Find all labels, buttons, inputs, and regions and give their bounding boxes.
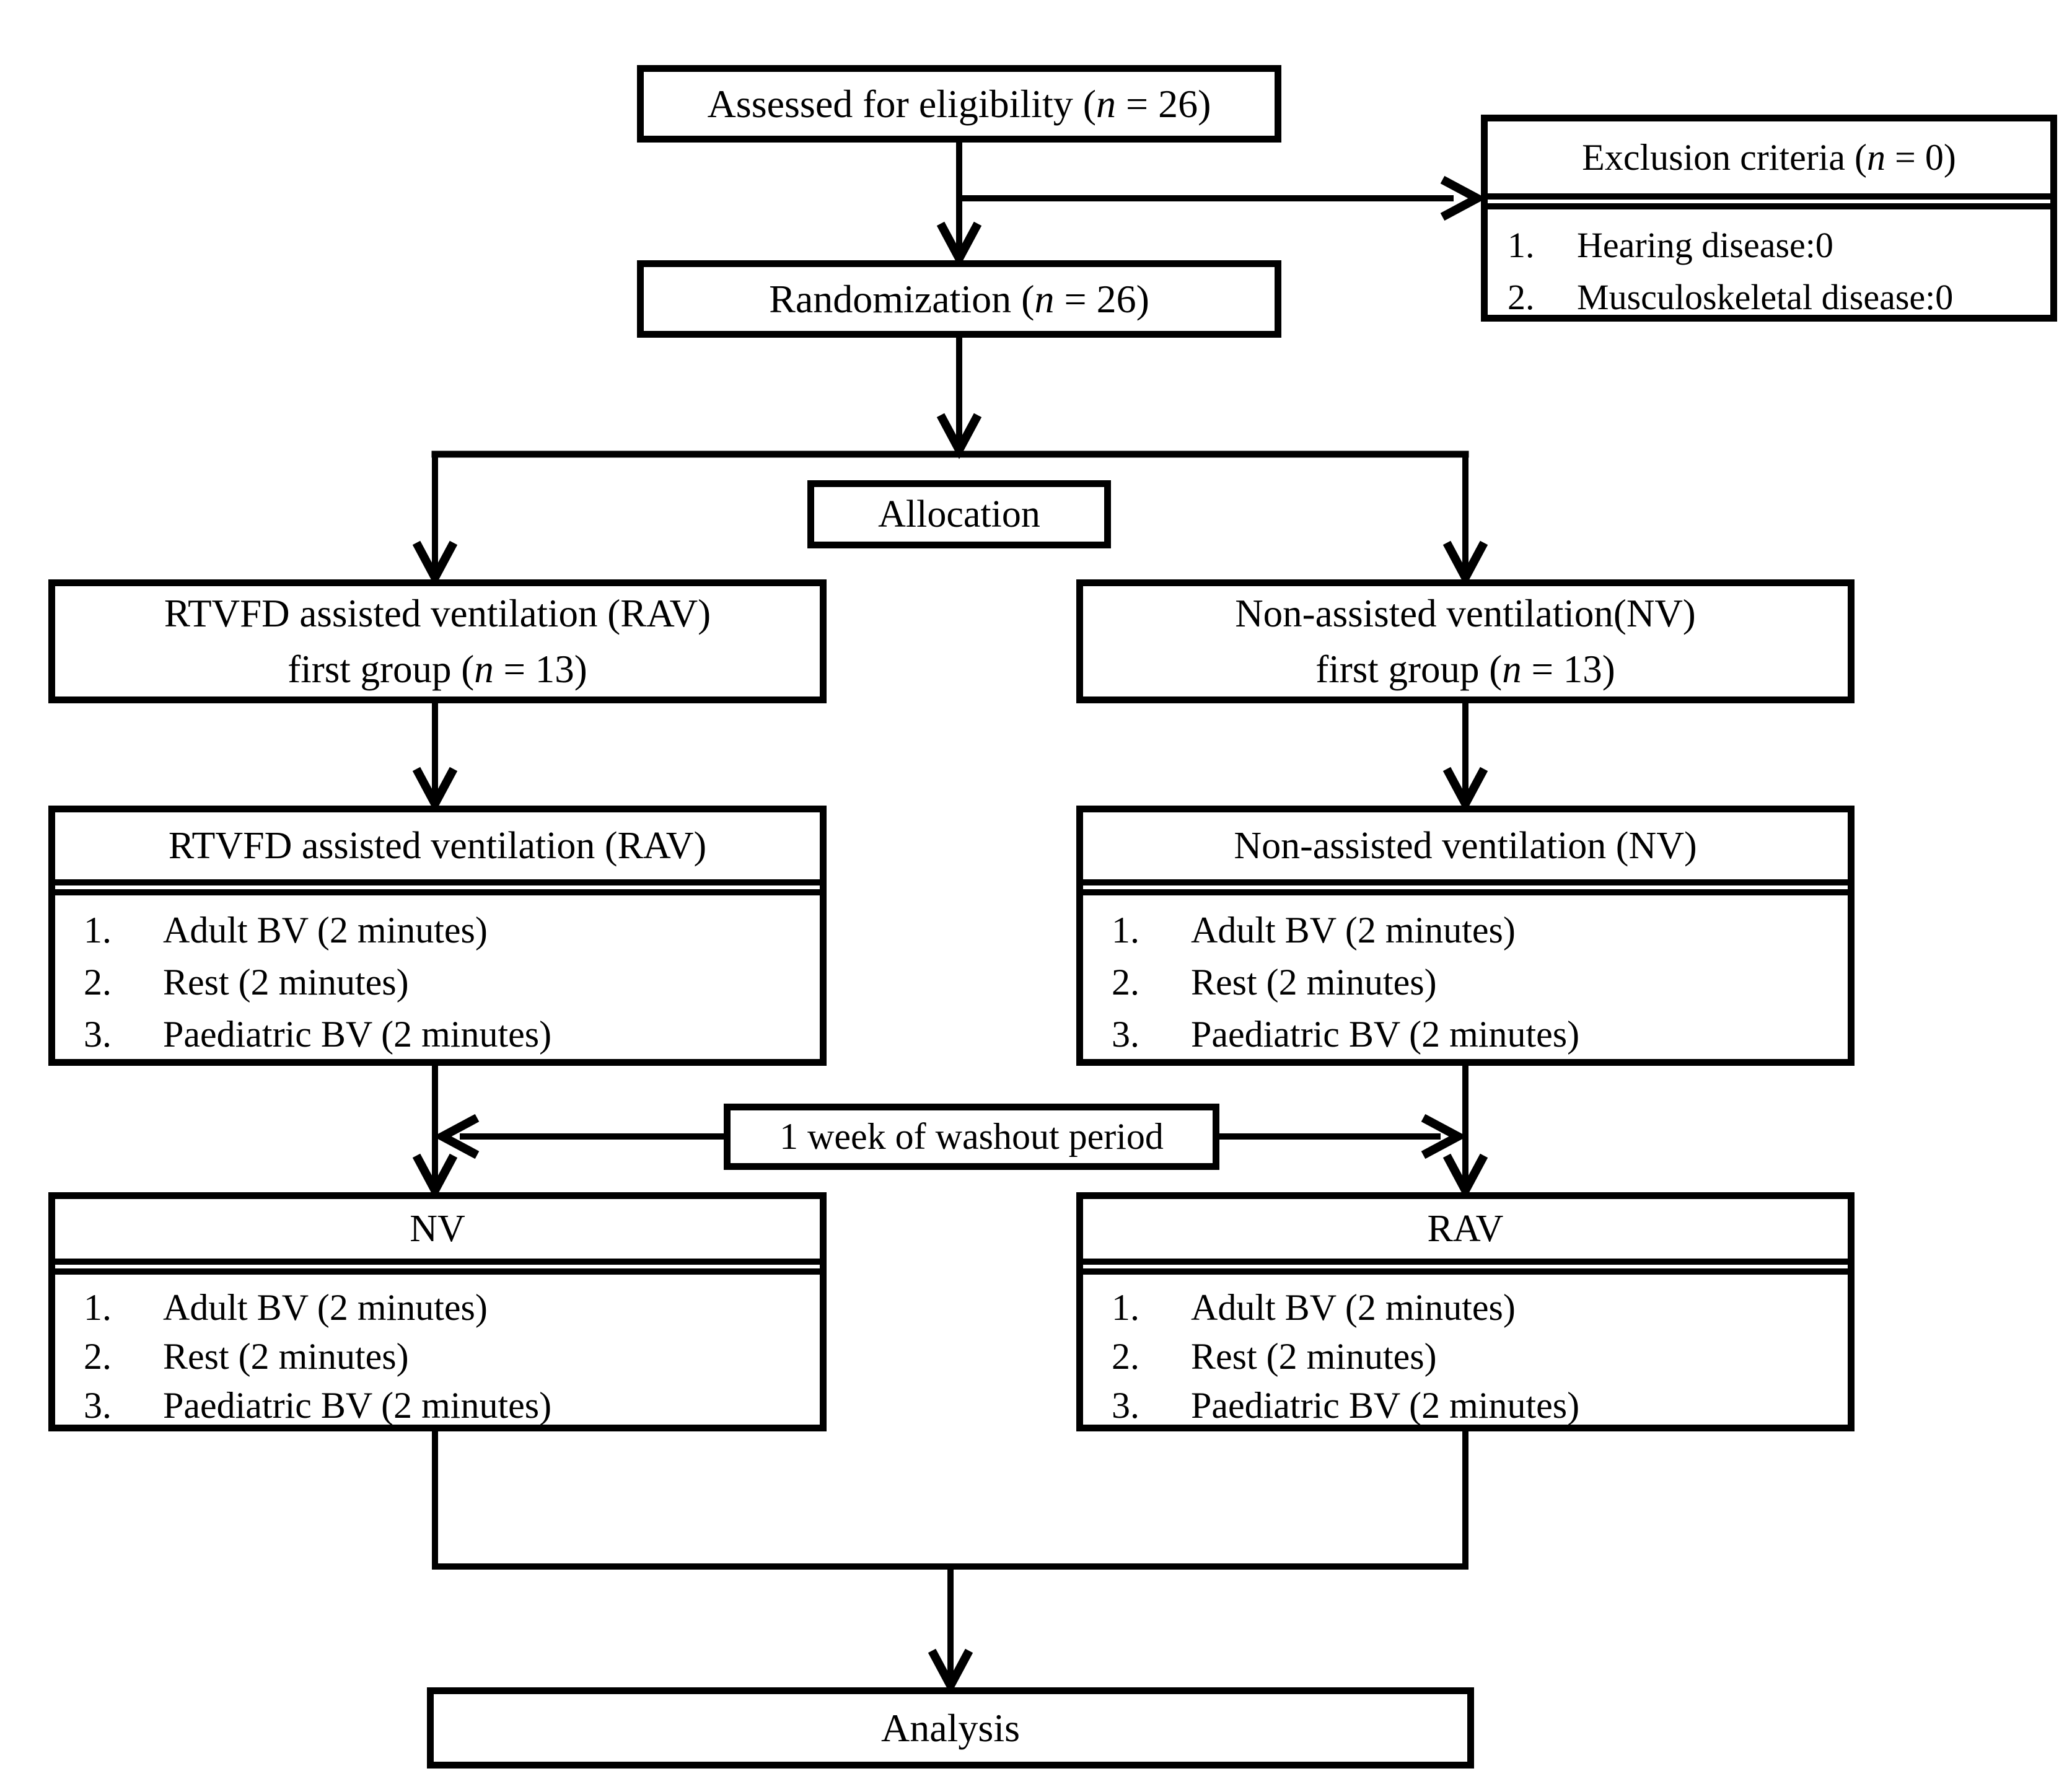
nv-period1-list: 1. Adult BV (2 minutes) 2. Rest (2 minut…	[1083, 889, 1848, 1060]
rav-period2-list: 1. Adult BV (2 minutes) 2. Rest (2 minut…	[1083, 1268, 1848, 1430]
list-item: 3. Paediatric BV (2 minutes)	[1112, 1381, 1848, 1430]
n-symbol: n	[1867, 136, 1885, 178]
exclusion-criteria-title: Exclusion criteria (n = 0)	[1488, 121, 2050, 200]
assessed-for-eligibility-box: Assessed for eligibility (n = 26)	[637, 65, 1281, 143]
nv-period2-header: NV	[55, 1199, 820, 1265]
list-item-number: 2.	[1112, 1336, 1139, 1377]
arrowhead-down-split	[936, 413, 982, 459]
arrowhead-left-washout	[433, 1114, 480, 1159]
list-item-number: 3.	[1112, 1014, 1139, 1055]
randomization-label: Randomization (n = 26)	[769, 276, 1149, 321]
list-item: 1. Adult BV (2 minutes)	[1112, 904, 1848, 956]
arrowhead-down-left-group	[412, 540, 458, 587]
list-item: 2. Musculoskeletal disease:0	[1508, 271, 2050, 323]
list-item-text: Adult BV (2 minutes)	[1191, 1287, 1516, 1328]
list-item-text: Rest (2 minutes)	[163, 962, 409, 1003]
list-item-number: 1.	[1112, 910, 1139, 951]
list-item: 2. Rest (2 minutes)	[1112, 956, 1848, 1008]
list-item-number: 1.	[1112, 1287, 1139, 1328]
analysis-box: Analysis	[427, 1687, 1474, 1769]
rav-first-group-box: RTVFD assisted ventilation (RAV) first g…	[48, 579, 827, 703]
washout-period-box: 1 week of washout period	[724, 1104, 1219, 1170]
exclusion-criteria-list: 1. Hearing disease:0 2. Musculoskeletal …	[1488, 203, 2050, 323]
list-item-text: Hearing disease:0	[1577, 225, 1833, 265]
list-item-text: Paediatric BV (2 minutes)	[163, 1385, 552, 1426]
arrowhead-down-randomization	[936, 221, 982, 268]
list-item: 3. Paediatric BV (2 minutes)	[84, 1381, 820, 1430]
arrowhead-right-washout	[1421, 1114, 1467, 1159]
list-item-text: Paediatric BV (2 minutes)	[1191, 1385, 1580, 1426]
arrowhead-down-left-period1	[412, 767, 458, 813]
list-item-text: Rest (2 minutes)	[163, 1336, 409, 1377]
group-line2: first group (n = 13)	[1315, 648, 1615, 691]
n-symbol: n	[1502, 648, 1522, 691]
group-line1: RTVFD assisted ventilation (RAV)	[164, 592, 711, 635]
rav-period2-header: RAV	[1083, 1199, 1848, 1265]
list-item: 3. Paediatric BV (2 minutes)	[84, 1008, 820, 1060]
arrowhead-down-right-period1	[1442, 767, 1488, 813]
nv-period2-list: 1. Adult BV (2 minutes) 2. Rest (2 minut…	[55, 1268, 820, 1430]
list-item-text: Adult BV (2 minutes)	[163, 910, 488, 951]
nv-period1-box: Non-assisted ventilation (NV) 1. Adult B…	[1076, 806, 1855, 1066]
arrowhead-down-right-group	[1442, 540, 1488, 587]
list-item: 2. Rest (2 minutes)	[1112, 1332, 1848, 1381]
washout-label: 1 week of washout period	[779, 1116, 1164, 1157]
list-item-text: Rest (2 minutes)	[1191, 1336, 1437, 1377]
rav-period1-header: RTVFD assisted ventilation (RAV)	[55, 812, 820, 885]
n-symbol: n	[1034, 276, 1055, 321]
exclusion-criteria-box: Exclusion criteria (n = 0) 1. Hearing di…	[1481, 115, 2057, 322]
list-item-number: 2.	[84, 1336, 112, 1377]
randomization-box: Randomization (n = 26)	[637, 260, 1281, 338]
list-item-text: Rest (2 minutes)	[1191, 962, 1437, 1003]
list-item: 1. Adult BV (2 minutes)	[1112, 1283, 1848, 1332]
list-item-text: Paediatric BV (2 minutes)	[163, 1014, 552, 1055]
list-item-number: 2.	[84, 962, 112, 1003]
n-symbol: n	[474, 648, 494, 691]
nv-first-group-box: Non-assisted ventilation(NV) first group…	[1076, 579, 1855, 703]
list-item-number: 3.	[84, 1014, 112, 1055]
arrowhead-down-right-period2	[1442, 1153, 1488, 1200]
list-item: 2. Rest (2 minutes)	[84, 1332, 820, 1381]
n-symbol: n	[1096, 81, 1117, 126]
list-item: 1. Adult BV (2 minutes)	[84, 904, 820, 956]
list-item-text: Musculoskeletal disease:0	[1577, 277, 1954, 317]
arrowhead-right-exclusion	[1440, 175, 1486, 221]
nv-period2-box: NV 1. Adult BV (2 minutes) 2. Rest (2 mi…	[48, 1192, 827, 1431]
allocation-box: Allocation	[807, 480, 1111, 548]
list-item: 1. Adult BV (2 minutes)	[84, 1283, 820, 1332]
list-item-number: 1.	[1508, 225, 1535, 265]
list-item-number: 3.	[1112, 1385, 1139, 1426]
rav-period2-box: RAV 1. Adult BV (2 minutes) 2. Rest (2 m…	[1076, 1192, 1855, 1431]
rav-period1-list: 1. Adult BV (2 minutes) 2. Rest (2 minut…	[55, 889, 820, 1060]
list-item-number: 1.	[84, 910, 112, 951]
list-item-text: Adult BV (2 minutes)	[163, 1287, 488, 1328]
allocation-label: Allocation	[878, 493, 1040, 535]
group-line2: first group (n = 13)	[288, 648, 587, 691]
list-item-number: 3.	[84, 1385, 112, 1426]
assessed-label: Assessed for eligibility (n = 26)	[707, 81, 1211, 126]
analysis-label: Analysis	[881, 1705, 1020, 1750]
list-item: 3. Paediatric BV (2 minutes)	[1112, 1008, 1848, 1060]
arrowhead-down-analysis	[928, 1648, 973, 1695]
list-item-number: 2.	[1508, 277, 1535, 317]
list-item: 2. Rest (2 minutes)	[84, 956, 820, 1008]
list-item: 1. Hearing disease:0	[1508, 219, 2050, 271]
list-item-text: Adult BV (2 minutes)	[1191, 910, 1516, 951]
list-item-text: Paediatric BV (2 minutes)	[1191, 1014, 1580, 1055]
list-item-number: 2.	[1112, 962, 1139, 1003]
nv-period1-header: Non-assisted ventilation (NV)	[1083, 812, 1848, 885]
rav-period1-box: RTVFD assisted ventilation (RAV) 1. Adul…	[48, 806, 827, 1066]
list-item-number: 1.	[84, 1287, 112, 1328]
arrowhead-down-left-period2	[412, 1153, 458, 1200]
group-line1: Non-assisted ventilation(NV)	[1235, 592, 1696, 635]
